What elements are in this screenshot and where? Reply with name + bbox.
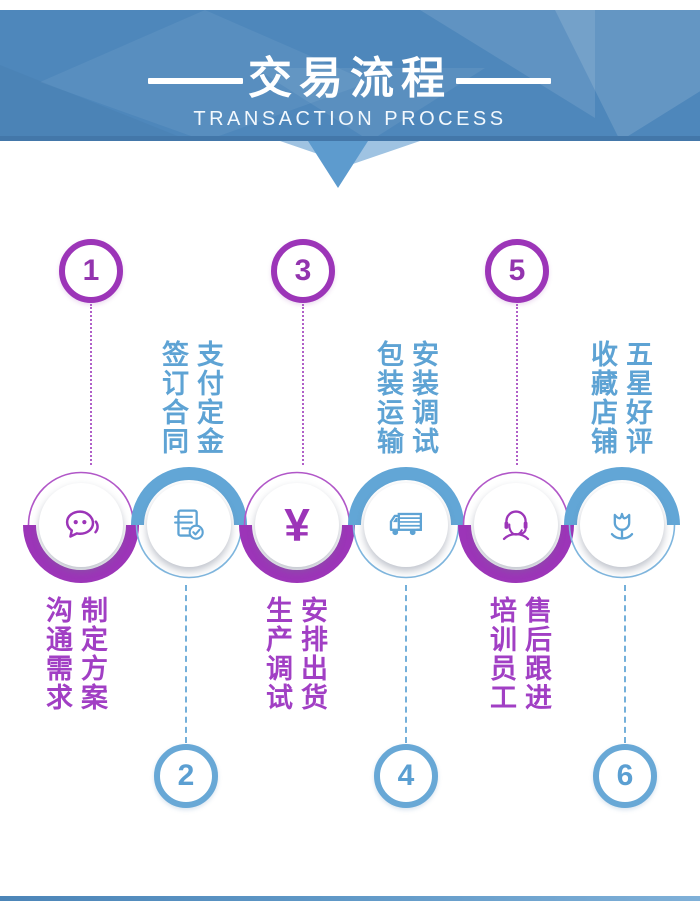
step-circle-1 — [22, 466, 140, 584]
step-circle-4 — [347, 466, 465, 584]
step-5-labels: 培训员工 售后跟进 — [486, 596, 551, 712]
step-label: 安装调试 — [408, 340, 438, 456]
banner-pointer-icon — [308, 141, 368, 188]
header-banner: 交易流程 TRANSACTION PROCESS — [0, 10, 700, 141]
connector-step-6 — [624, 585, 626, 743]
step-3-labels: 生产调试 安排出货 — [262, 596, 327, 712]
connector-step-5 — [516, 304, 518, 465]
step-number-6: 6 — [593, 744, 657, 808]
step-circle-3: ¥ — [238, 466, 356, 584]
yen-currency-icon: ¥ — [284, 499, 310, 551]
step-4-labels: 包装运输 安装调试 — [373, 340, 438, 456]
step-label: 制定方案 — [77, 596, 107, 712]
step-circle-5 — [457, 466, 575, 584]
customer-service-icon — [457, 466, 575, 584]
icon-disc — [255, 483, 339, 567]
step-6-labels: 收藏店铺 五星好评 — [587, 340, 652, 456]
step-label: 售后跟进 — [521, 596, 551, 712]
icon-disc — [147, 483, 231, 567]
footer-bar — [0, 896, 700, 901]
step-number-2: 2 — [154, 744, 218, 808]
step-label: 生产调试 — [262, 596, 292, 712]
step-label: 支付定金 — [193, 340, 223, 456]
icon-disc — [580, 483, 664, 567]
step-1-labels: 沟通需求 制定方案 — [42, 596, 107, 712]
icon-disc — [474, 483, 558, 567]
step-label: 收藏店铺 — [587, 340, 617, 456]
step-circle-6 — [563, 466, 681, 584]
step-number-3: 3 — [271, 239, 335, 303]
step-2-labels: 签订合同 支付定金 — [158, 340, 223, 456]
flower-icon — [563, 466, 681, 584]
step-label: 包装运输 — [373, 340, 403, 456]
step-label: 沟通需求 — [42, 596, 72, 712]
step-number-4: 4 — [374, 744, 438, 808]
title-dash-right — [456, 78, 551, 84]
step-label: 五星好评 — [622, 340, 652, 456]
step-number-5: 5 — [485, 239, 549, 303]
contract-check-icon — [130, 466, 248, 584]
step-circle-2 — [130, 466, 248, 584]
step-label: 安排出货 — [297, 596, 327, 712]
step-label: 培训员工 — [486, 596, 516, 712]
banner-bottom-edge — [0, 136, 700, 141]
page-title: 交易流程 — [248, 54, 452, 103]
title-dash-left — [148, 78, 243, 84]
page-subtitle: TRANSACTION PROCESS — [193, 108, 507, 130]
connector-step-1 — [90, 304, 92, 465]
connector-step-3 — [302, 304, 304, 465]
step-number-1: 1 — [59, 239, 123, 303]
icon-disc — [39, 483, 123, 567]
delivery-truck-icon — [347, 466, 465, 584]
chat-bubble-icon — [22, 466, 140, 584]
connector-step-4 — [405, 585, 407, 743]
connector-step-2 — [185, 585, 187, 743]
half-ring — [564, 467, 680, 579]
step-label: 签订合同 — [158, 340, 188, 456]
